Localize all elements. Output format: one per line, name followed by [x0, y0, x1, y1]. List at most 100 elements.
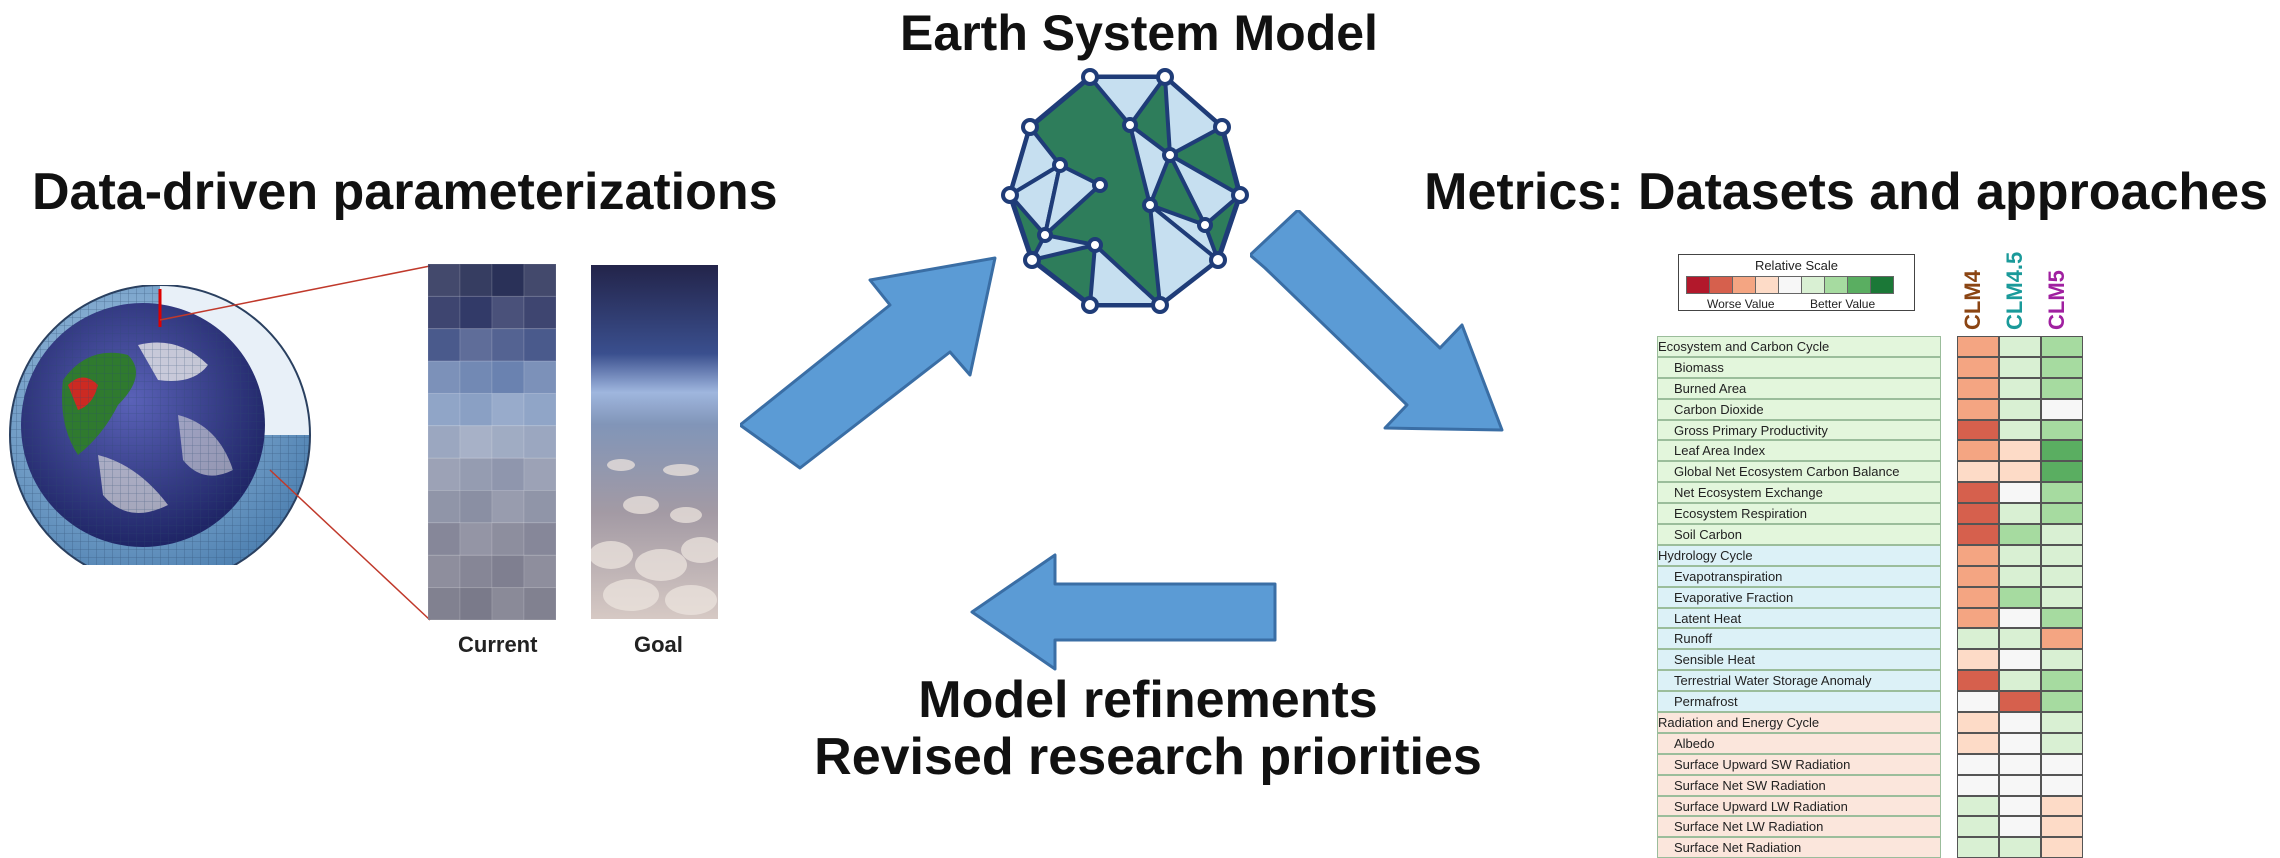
model-header-clm45: CLM4.5 [2002, 251, 2027, 330]
score-cell [1957, 753, 1999, 775]
legend-swatch [1686, 276, 1710, 294]
score-cell [2041, 816, 2083, 838]
score-cell [1957, 586, 1999, 608]
section-label: Radiation and Energy Cycle [1657, 712, 1941, 733]
score-cell [2041, 774, 2083, 796]
score-cell [1957, 607, 1999, 629]
metric-label: Latent Heat [1657, 607, 1941, 629]
score-cell [1957, 356, 1999, 378]
score-cell [2041, 649, 2083, 671]
score-cell [1957, 712, 1999, 733]
metrics-scorecard: Relative Scale Worse Value Better Value … [1650, 250, 2280, 858]
legend-swatch [1732, 276, 1756, 294]
score-cell [1999, 524, 2041, 545]
score-cell [2041, 795, 2083, 817]
score-cell [2041, 565, 2083, 587]
metric-label: Surface Net Radiation [1657, 837, 1941, 858]
score-cell [2041, 419, 2083, 441]
score-cell [1957, 691, 1999, 713]
score-cell [1957, 419, 1999, 441]
goal-label: Goal [634, 632, 683, 657]
legend-swatch [1755, 276, 1779, 294]
metric-label: Sensible Heat [1657, 649, 1941, 671]
metric-label: Albedo [1657, 732, 1941, 754]
metric-label: Surface Upward SW Radiation [1657, 753, 1941, 775]
score-cell [2041, 356, 2083, 378]
score-cell [1999, 816, 2041, 838]
score-cell [1999, 691, 2041, 713]
model-header-clm5: CLM5 [2044, 270, 2069, 330]
left-arrow [970, 553, 1277, 671]
score-cell [2041, 377, 2083, 399]
zoom-lines [159, 265, 431, 621]
legend-swatch [1709, 276, 1733, 294]
score-cell [1957, 336, 1999, 357]
score-cell [1999, 440, 2041, 462]
goal-sky-image [591, 265, 718, 619]
score-cell [1957, 565, 1999, 587]
score-cell [1957, 628, 1999, 650]
legend-title: Relative Scale [1754, 258, 1839, 273]
score-cell [2041, 461, 2083, 483]
score-cell [2041, 524, 2083, 545]
score-cell [1999, 398, 2041, 420]
metric-label: Permafrost [1657, 691, 1941, 713]
score-cell [1999, 482, 2041, 504]
score-cell [2041, 482, 2083, 504]
score-cell [1999, 712, 2041, 733]
score-cell [2041, 670, 2083, 692]
metric-label: Carbon Dioxide [1657, 398, 1941, 420]
earth-system-model-icon [1001, 68, 1249, 314]
score-cell [1957, 544, 1999, 566]
metric-label: Evaporative Fraction [1657, 586, 1941, 608]
legend-worse-label: Worse Value [1707, 297, 1775, 311]
score-cell [2041, 336, 2083, 357]
parameterizations-title: Data-driven parameterizations [32, 163, 778, 221]
score-cell [1999, 503, 2041, 525]
score-cell [1957, 670, 1999, 692]
current-label: Current [458, 632, 538, 657]
score-cell [1999, 544, 2041, 566]
earth-grid-globe-image [9, 285, 311, 565]
legend-swatch [1778, 276, 1802, 294]
legend-swatches [1686, 276, 1894, 294]
score-cell [1957, 398, 1999, 420]
section-label: Hydrology Cycle [1657, 544, 1941, 566]
score-cell [1999, 336, 2041, 357]
up-right-arrow [740, 256, 997, 470]
score-cell [2041, 440, 2083, 462]
score-cell [1999, 586, 2041, 608]
model-header-clm4: CLM4 [1960, 270, 1985, 330]
score-cell [1957, 774, 1999, 796]
score-cell [1957, 440, 1999, 462]
score-cell [1957, 377, 1999, 399]
score-cell [2041, 544, 2083, 566]
score-cell [1957, 503, 1999, 525]
metric-label: Terrestrial Water Storage Anomaly [1657, 670, 1941, 692]
metric-label: Surface Net LW Radiation [1657, 816, 1941, 838]
metric-label: Soil Carbon [1657, 524, 1941, 545]
metric-label: Global Net Ecosystem Carbon Balance [1657, 461, 1941, 483]
metric-label: Ecosystem Respiration [1657, 503, 1941, 525]
score-cell [1999, 753, 2041, 775]
metric-label: Net Ecosystem Exchange [1657, 482, 1941, 504]
metric-label: Biomass [1657, 356, 1941, 378]
score-cell [2041, 607, 2083, 629]
score-cell [1957, 524, 1999, 545]
score-cell [1957, 795, 1999, 817]
relative-scale-legend: Relative Scale Worse Value Better Value [1678, 254, 1915, 311]
metric-label: Burned Area [1657, 377, 1941, 399]
score-cell [1999, 607, 2041, 629]
metric-label: Runoff [1657, 628, 1941, 650]
legend-swatch [1870, 276, 1894, 294]
legend-swatch [1824, 276, 1848, 294]
metric-label: Leaf Area Index [1657, 440, 1941, 462]
score-cell [1999, 628, 2041, 650]
earth-system-model-title: Earth System Model [900, 5, 1378, 61]
metrics-title: Metrics: Datasets and approaches [1424, 163, 2268, 221]
score-cell [1999, 670, 2041, 692]
metric-label: Surface Net SW Radiation [1657, 774, 1941, 796]
score-cell [1999, 649, 2041, 671]
model-refinements-title: Model refinements [918, 671, 1378, 729]
score-cell [1999, 774, 2041, 796]
